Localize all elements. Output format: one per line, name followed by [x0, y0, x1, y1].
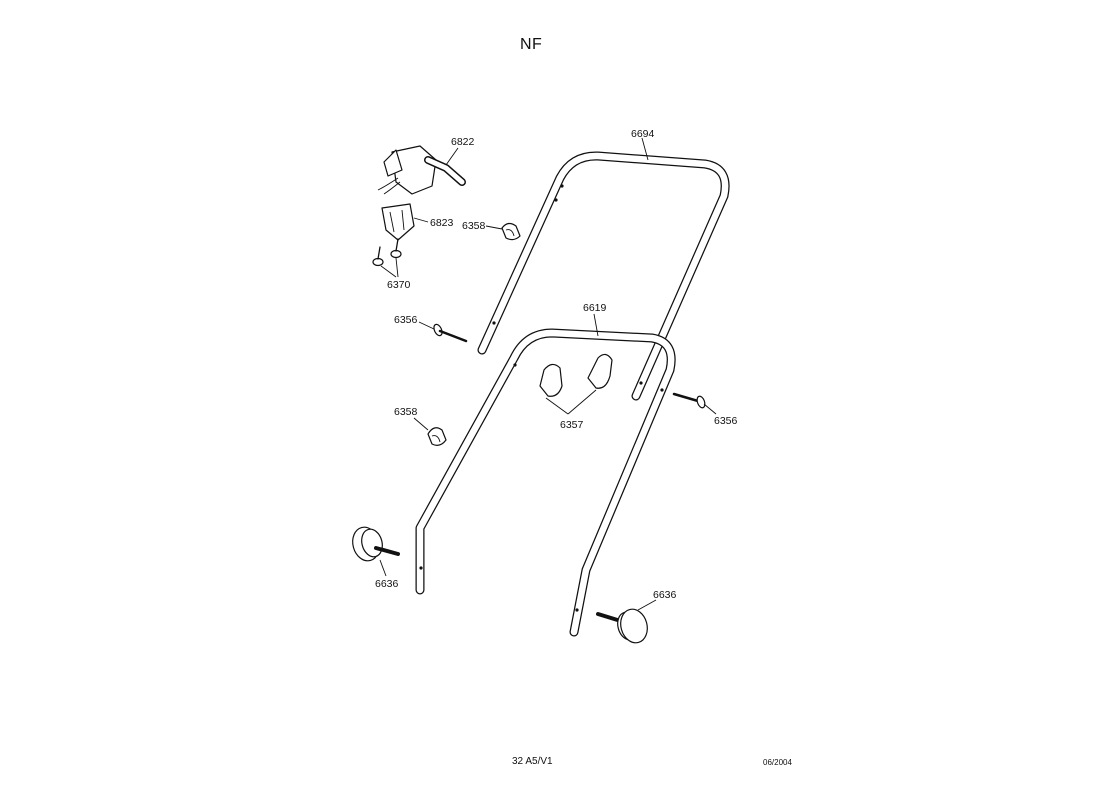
label-6636-left: 6636 [375, 578, 399, 590]
knob-6636-right [596, 599, 657, 644]
label-6823: 6823 [430, 217, 454, 229]
label-6636-right: 6636 [653, 589, 677, 601]
label-6358-top: 6358 [462, 220, 486, 232]
screws-6370 [372, 238, 402, 278]
clip-6358-bottom [413, 417, 447, 446]
clip-6358-top [485, 222, 521, 241]
label-6370: 6370 [387, 279, 411, 291]
bolt-6356-right [672, 392, 717, 415]
footer-date: 06/2004 [763, 758, 792, 767]
page-title: NF [520, 36, 543, 53]
leader-6619 [593, 313, 599, 337]
bolt-6356-left [418, 321, 468, 343]
leader-6694 [641, 137, 649, 161]
label-6358-bottom: 6358 [394, 406, 418, 418]
label-6357: 6357 [560, 419, 584, 431]
footer-model-code: 32 A5/V1 [512, 756, 553, 767]
lower-handle-6619 [415, 328, 676, 637]
wing-knobs-6357 [539, 353, 613, 415]
knob-6636-left [352, 526, 400, 577]
cable-control-6822 [377, 145, 466, 195]
upper-handle-6694 [477, 151, 730, 401]
bracket-6823 [381, 203, 429, 241]
label-6619: 6619 [583, 302, 607, 314]
label-6694: 6694 [631, 128, 655, 140]
label-6356-left: 6356 [394, 314, 418, 326]
label-6822: 6822 [451, 136, 475, 148]
label-6356-right: 6356 [714, 415, 738, 427]
